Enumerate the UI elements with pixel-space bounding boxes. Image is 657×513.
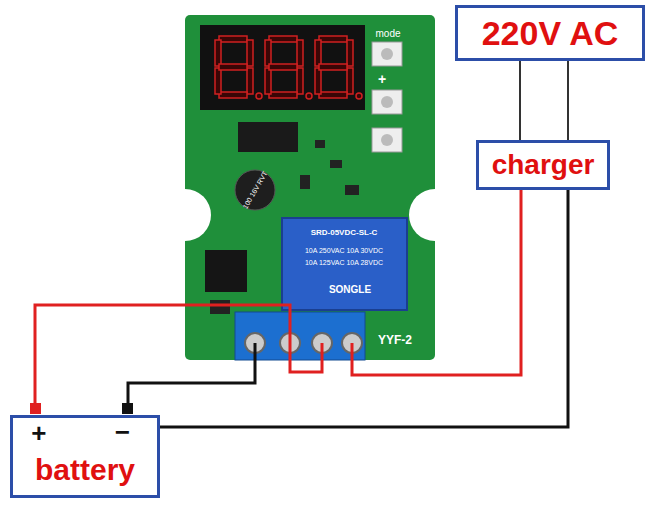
pcb-board — [185, 15, 435, 360]
board-marking: mode — [375, 29, 400, 39]
button-cap — [381, 48, 393, 60]
wiring-box: charger — [476, 140, 610, 190]
board-marking: + — [378, 72, 386, 86]
smd-part — [330, 160, 342, 168]
board-notch — [409, 189, 461, 241]
wire — [160, 190, 568, 427]
smd-part — [300, 175, 310, 189]
diode — [210, 300, 230, 314]
box-text: battery — [35, 453, 135, 487]
push-button — [372, 90, 402, 114]
board-marking: SONGLE — [329, 285, 371, 295]
positive-terminal — [30, 403, 41, 414]
red-wire — [35, 305, 290, 408]
black-wire — [128, 343, 255, 408]
button-cap — [381, 134, 393, 146]
smd-part — [345, 185, 359, 195]
seven-segment-display — [200, 25, 365, 110]
display-digit — [265, 36, 312, 99]
board-notch — [159, 189, 211, 241]
board-marking: 10A 250VAC 10A 30VDC — [305, 247, 383, 254]
button-cap — [381, 96, 393, 108]
ic-chip — [238, 122, 298, 152]
inductor — [205, 250, 247, 292]
wire — [519, 61, 521, 140]
box-text: + — [31, 418, 46, 449]
box-text: charger — [492, 149, 595, 181]
display-digit — [215, 36, 262, 99]
board-marking: 10A 125VAC 10A 28VDC — [305, 259, 383, 266]
red-wire — [290, 343, 322, 372]
negative-terminal — [122, 403, 133, 414]
board-marking: SRD-05VDC-SL-C — [311, 229, 378, 237]
push-button — [372, 42, 402, 66]
wiring-box: + − battery — [10, 415, 160, 498]
wiring-box: 220V AC — [455, 5, 645, 61]
red-wire — [352, 190, 521, 375]
capacitor — [235, 170, 275, 210]
board-marking: YYF-2 — [378, 334, 412, 346]
smd-part — [315, 140, 325, 148]
wire — [567, 61, 569, 140]
box-text: − — [115, 416, 130, 447]
relay — [282, 218, 407, 310]
display-digit — [315, 36, 362, 99]
push-button — [372, 128, 402, 152]
box-text: 220V AC — [482, 14, 619, 53]
